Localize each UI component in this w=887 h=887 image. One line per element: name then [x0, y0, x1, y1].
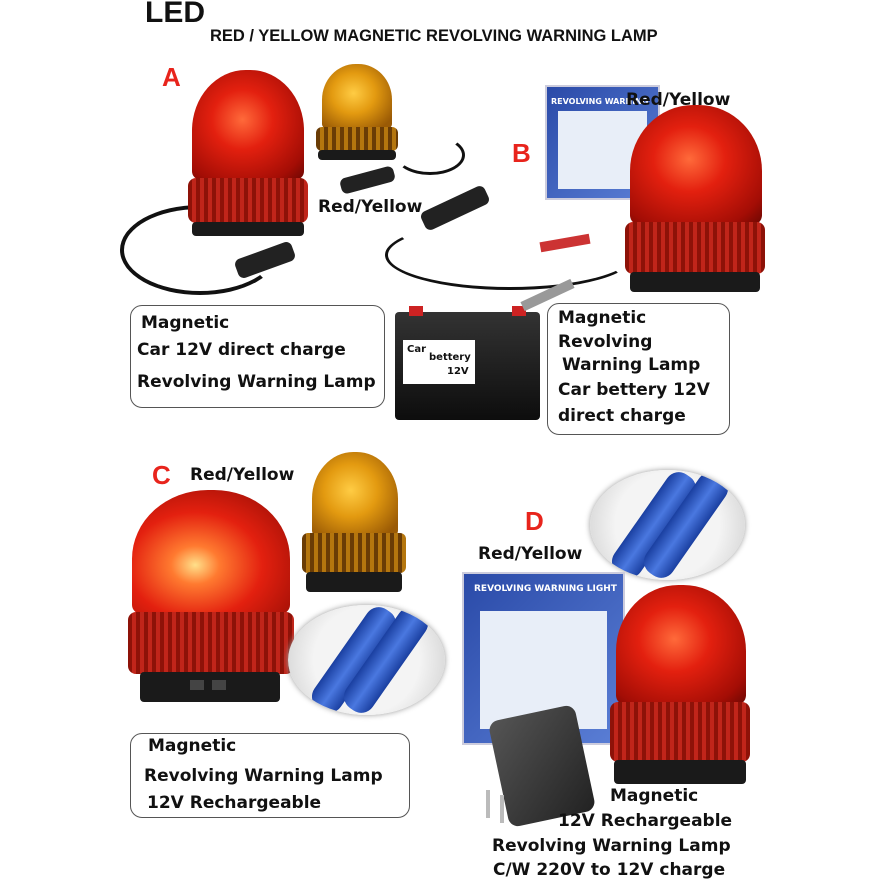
desc-line: 12V Rechargeable — [558, 811, 733, 831]
adapter-prong — [500, 795, 504, 823]
desc-line: Magnetic — [610, 786, 699, 806]
desc-line: C/W 220V to 12V charge — [493, 860, 726, 880]
desc-line: Magnetic — [148, 736, 237, 756]
desc-line: direct charge — [558, 406, 686, 426]
desc-line: Magnetic — [558, 308, 647, 328]
charge-port — [212, 680, 226, 690]
red-lamp-d-base — [610, 702, 750, 762]
red-lamp-c-base — [128, 612, 294, 674]
description-box-c: Magnetic Revolving Warning Lamp 12V Rech… — [130, 733, 410, 818]
red-lamp-a-base — [188, 178, 308, 223]
color-label: Red/Yellow — [190, 465, 295, 485]
section-a-letter: A — [162, 62, 181, 92]
desc-line: Warning Lamp — [562, 355, 701, 375]
page-title: RED / YELLOW MAGNETIC REVOLVING WARNING … — [210, 27, 658, 45]
car-battery: Car bettery 12V — [395, 306, 540, 420]
package-label: REVOLVING WARNING LIGHT — [474, 584, 617, 594]
red-lamp-c-foot — [140, 672, 280, 702]
red-lamp-b-foot — [630, 272, 760, 292]
desc-line: Revolving Warning Lamp — [144, 766, 383, 786]
power-switch — [190, 680, 204, 690]
desc-line: Car bettery 12V — [558, 380, 710, 400]
red-lamp-b — [630, 105, 762, 225]
yellow-lamp-a-base — [316, 127, 398, 151]
battery-cells-c — [288, 605, 445, 715]
brand-logo: LED — [145, 0, 205, 29]
description-box-a: Magnetic Car 12V direct charge Revolving… — [130, 305, 385, 408]
red-lamp-d-foot — [614, 760, 746, 784]
battery-clip-cable — [385, 220, 635, 290]
desc-line: 12V Rechargeable — [147, 793, 322, 813]
battery-cells-d — [590, 470, 745, 580]
battery-label: Car bettery 12V — [403, 340, 475, 384]
description-box-b: Magnetic Revolving Warning Lamp Car bett… — [547, 303, 730, 435]
desc-line: Car 12V direct charge — [137, 340, 346, 360]
color-label: Red/Yellow — [478, 544, 583, 564]
desc-line: Revolving Warning Lamp — [492, 836, 731, 856]
section-d-letter: D — [525, 506, 544, 536]
battery-label-text: 12V — [447, 366, 469, 377]
adapter-prong — [486, 790, 490, 818]
car-plug — [338, 165, 397, 195]
yellow-lamp-c-base — [302, 533, 406, 573]
section-c-letter: C — [152, 460, 171, 490]
coiled-cable — [395, 135, 465, 175]
package-label: REVOLVING WARNING — [551, 97, 649, 106]
red-lamp-c — [132, 490, 290, 615]
red-lamp-d — [616, 585, 746, 705]
yellow-lamp-c-foot — [306, 572, 402, 592]
red-lamp-a — [192, 70, 304, 180]
color-label: Red/Yellow — [318, 197, 423, 217]
battery-label-text: bettery — [429, 352, 471, 363]
desc-line: Magnetic — [141, 313, 230, 333]
yellow-lamp-c — [312, 452, 398, 537]
battery-terminal — [512, 306, 526, 316]
yellow-lamp-a — [322, 64, 392, 129]
red-lamp-b-base — [625, 222, 765, 274]
desc-line: Revolving Warning Lamp — [137, 372, 376, 392]
red-lamp-a-foot — [192, 222, 304, 236]
desc-line: Revolving — [558, 332, 653, 352]
battery-label-text: Car — [407, 344, 427, 355]
battery-terminal — [409, 306, 423, 316]
yellow-lamp-a-foot — [318, 150, 396, 160]
section-b-letter: B — [512, 138, 531, 168]
